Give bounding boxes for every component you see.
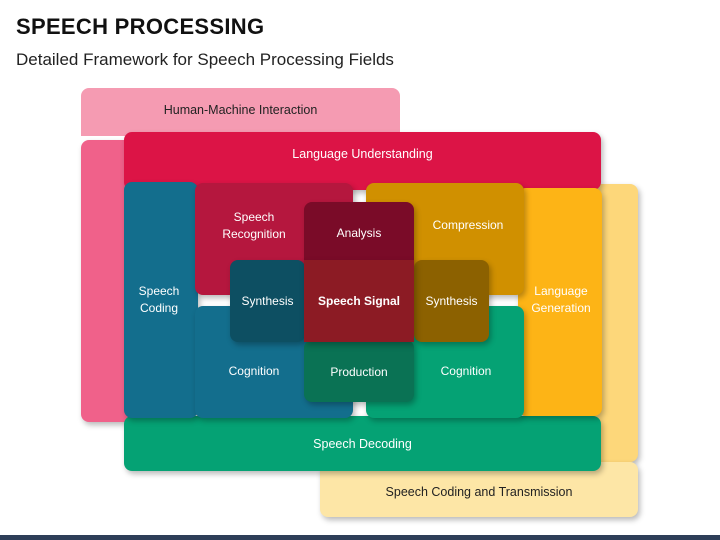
synthesis-left-box [230,260,305,342]
production-label: Production [330,364,388,379]
speech-coding-label: Speech Coding [138,284,180,315]
compression-label: Compression [432,217,504,232]
speech-coding-transmission-label: Speech Coding and Transmission [385,485,573,500]
cognition-left-label: Cognition [228,363,280,378]
bottom-accent-bar [0,535,720,540]
speech-signal-label: Speech Signal [317,293,401,308]
language-understanding-label: Language Understanding [292,147,433,162]
language-generation-box [518,188,602,416]
synthesis-left-label: Synthesis [241,293,294,308]
speech-decoding-label: Speech Decoding [313,437,412,452]
page-subtitle: Detailed Framework for Speech Processing… [16,50,394,69]
speech-coding-transmission-box [320,462,638,517]
production-box [304,340,414,402]
page-title: SPEECH PROCESSING [16,14,265,39]
analysis-label: Analysis [336,225,382,240]
speech-coding-box [124,182,198,418]
synthesis-right-box [414,260,489,342]
language-understanding-box [124,132,601,190]
language-generation-label: Language Generation [531,284,591,315]
human-machine-interaction-label: Human-Machine Interaction [163,103,318,118]
human-machine-interaction-box [81,88,400,136]
speech-recognition-label: Speech Recognition [222,210,286,241]
synthesis-right-label: Synthesis [425,293,478,308]
speech-decoding-box [124,416,601,471]
speech-signal-box [304,260,414,342]
cognition-right-label: Cognition [440,363,492,378]
